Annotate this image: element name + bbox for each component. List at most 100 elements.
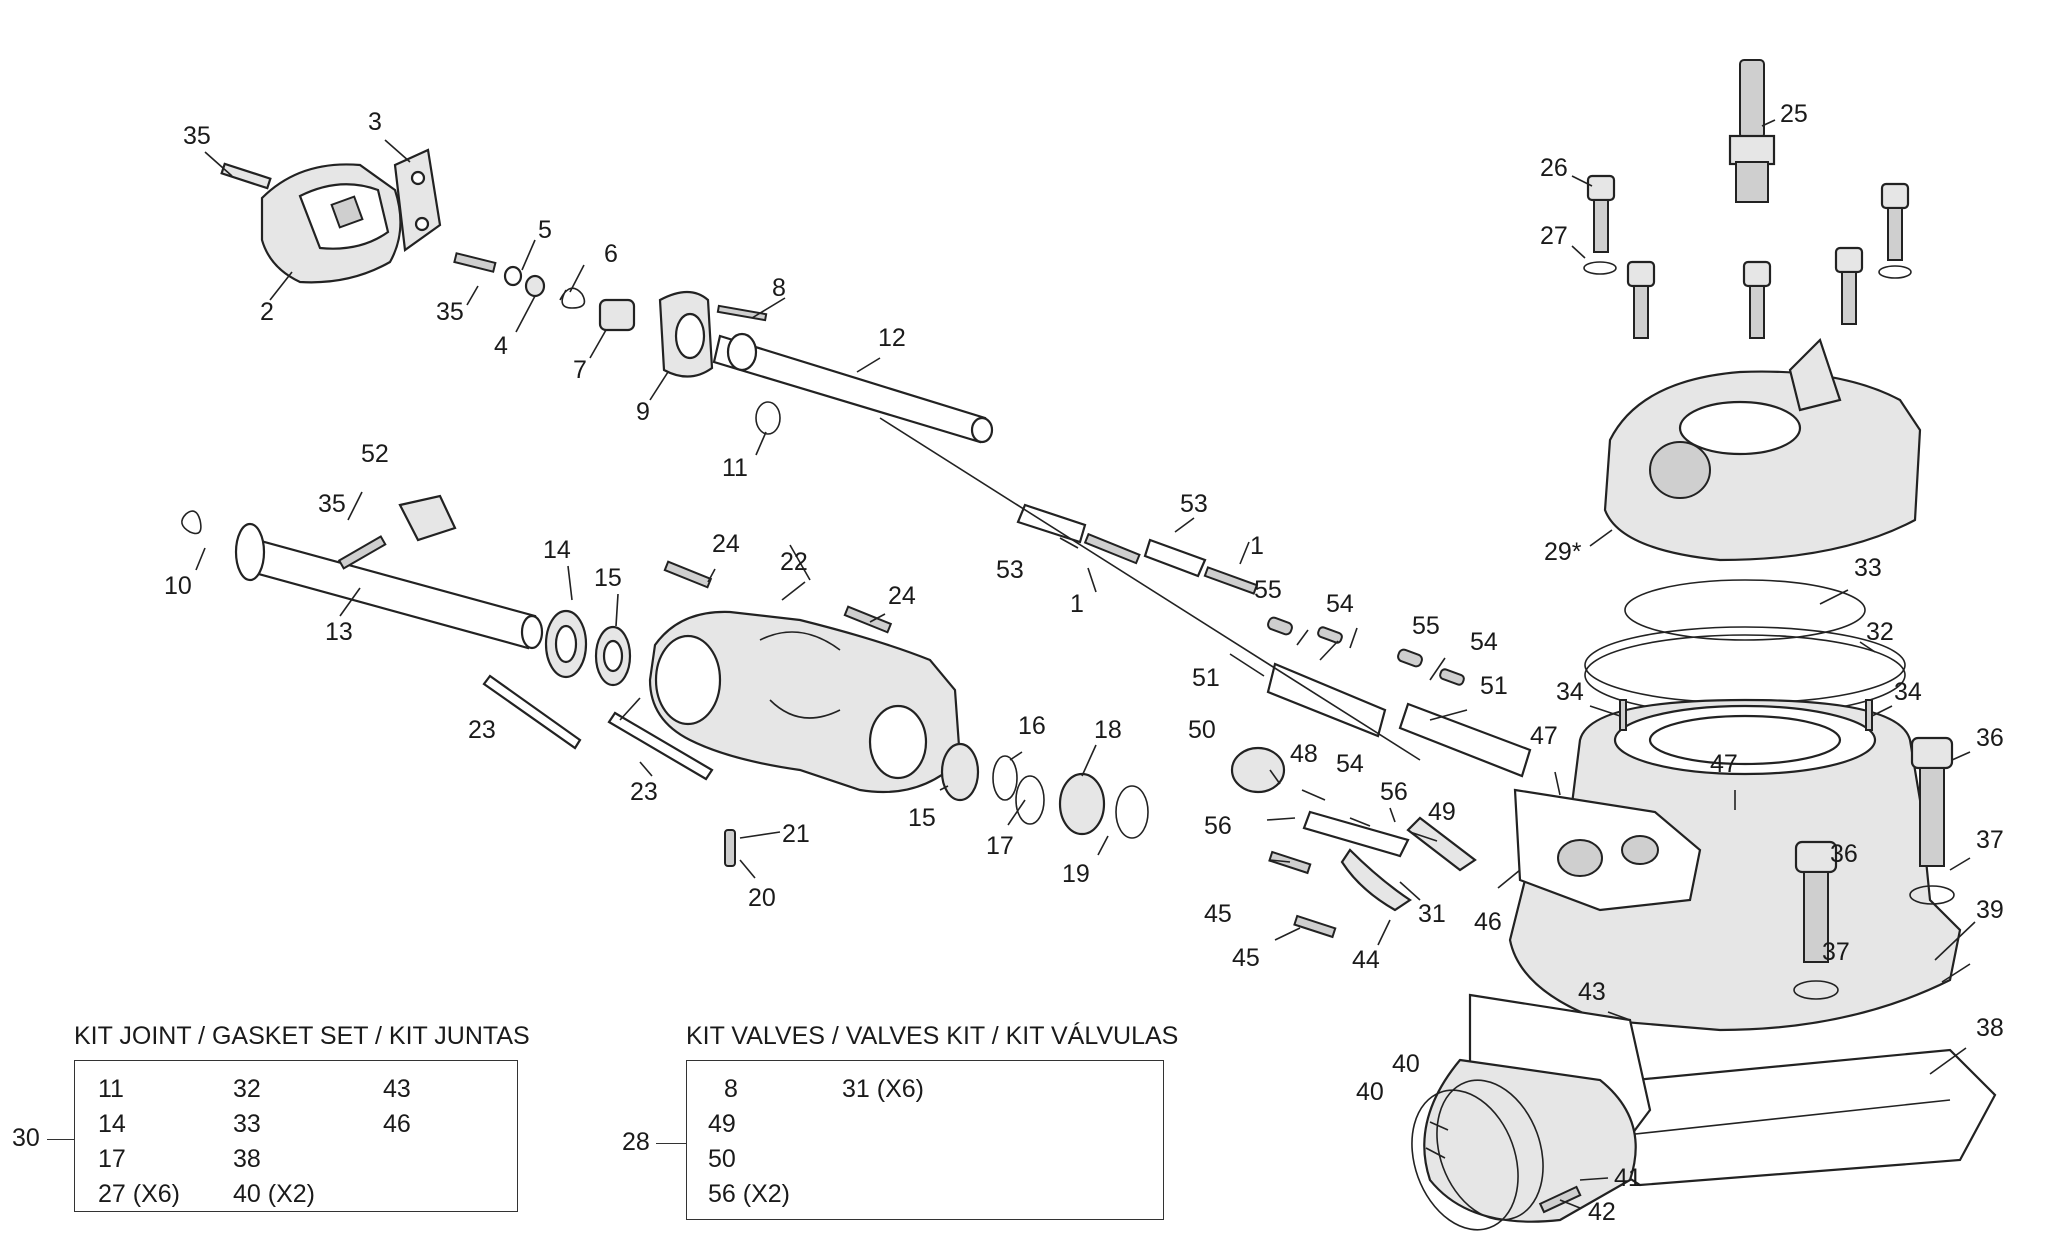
callout-31: 31 <box>1418 900 1446 928</box>
bearings-part <box>544 609 632 687</box>
callout-54: 54 <box>1470 628 1498 656</box>
callout-55: 55 <box>1412 612 1440 640</box>
valves-kit-item: 56 (X2) <box>708 1180 790 1208</box>
gasket-kit-item: 11 <box>98 1075 124 1103</box>
callout-24: 24 <box>712 530 740 558</box>
callout-33: 33 <box>1854 554 1882 582</box>
callout-38: 38 <box>1976 1014 2004 1042</box>
callout-17: 17 <box>986 832 1014 860</box>
callout-47: 47 <box>1530 722 1558 750</box>
valve-pulley-part <box>658 290 768 378</box>
cylinder-gaskets-part <box>1584 579 1906 716</box>
callout-46: 46 <box>1474 908 1502 936</box>
callout-14: 14 <box>543 536 571 564</box>
callout-2: 2 <box>260 298 274 326</box>
callout-56: 56 <box>1204 812 1232 840</box>
callout-43: 43 <box>1578 978 1606 1006</box>
tube-part <box>234 522 544 650</box>
valve-shaft-part <box>712 332 994 444</box>
callout-19: 19 <box>1062 860 1090 888</box>
spark-plug-part <box>1728 59 1776 203</box>
callout-48: 48 <box>1290 740 1318 768</box>
callout-27: 27 <box>1540 222 1568 250</box>
callout-53: 53 <box>996 556 1024 584</box>
callout-7: 7 <box>573 356 587 384</box>
gasket-kit-item: 46 <box>383 1110 411 1138</box>
callout-26: 26 <box>1540 154 1568 182</box>
gasket-kit-item: 17 <box>98 1145 126 1173</box>
callout-20: 20 <box>748 884 776 912</box>
cylinder-part <box>1508 698 1962 1032</box>
callout-10: 10 <box>164 572 192 600</box>
clamp-part <box>337 494 457 570</box>
gasket-kit-item: 40 (X2) <box>233 1180 315 1208</box>
callout-45: 45 <box>1204 900 1232 928</box>
long-screws-part <box>482 560 893 781</box>
callout-51: 51 <box>1480 672 1508 700</box>
callout-50: 50 <box>1188 716 1216 744</box>
valves-kit-ref-line <box>656 1143 686 1144</box>
callout-1: 1 <box>1250 532 1264 560</box>
callout-40: 40 <box>1356 1078 1384 1106</box>
gasket-kit-item: 14 <box>98 1110 126 1138</box>
callout-34: 34 <box>1556 678 1584 706</box>
callout-47: 47 <box>1710 750 1738 778</box>
callout-42: 42 <box>1588 1198 1616 1226</box>
callout-15: 15 <box>908 804 936 832</box>
valves-kit-item: 49 <box>708 1110 736 1138</box>
callout-37: 37 <box>1976 826 2004 854</box>
callout-15: 15 <box>594 564 622 592</box>
callout-51: 51 <box>1192 664 1220 692</box>
gasket-kit-item: 38 <box>233 1145 261 1173</box>
callout-53: 53 <box>1180 490 1208 518</box>
callout-21: 21 <box>782 820 810 848</box>
gasket-kit-item: 43 <box>383 1075 411 1103</box>
callout-35: 35 <box>318 490 346 518</box>
seals-and-rings-part <box>724 742 1149 867</box>
callout-3: 3 <box>368 108 382 136</box>
callout-1: 1 <box>1070 590 1084 618</box>
callout-34: 34 <box>1894 678 1922 706</box>
callout-36: 36 <box>1976 724 2004 752</box>
washer-and-spring-parts <box>503 265 636 332</box>
valves-kit-box <box>686 1060 1164 1220</box>
callout-23: 23 <box>630 778 658 806</box>
valves-kit-item: 8 <box>724 1075 738 1103</box>
callout-41: 41 <box>1614 1164 1642 1192</box>
gasket-kit-item: 32 <box>233 1075 261 1103</box>
spring-part <box>181 510 202 535</box>
gasket-kit-ref-line <box>47 1139 74 1140</box>
callout-39: 39 <box>1976 896 2004 924</box>
gasket-kit-title: KIT JOINT / GASKET SET / KIT JUNTAS <box>74 1022 530 1050</box>
valves-kit-item: 50 <box>708 1145 736 1173</box>
callout-45: 45 <box>1232 944 1260 972</box>
valves-kit-item: 31 (X6) <box>842 1075 924 1103</box>
callout-35: 35 <box>183 122 211 150</box>
intake-manifold-part <box>1411 993 1652 1231</box>
callout-18: 18 <box>1094 716 1122 744</box>
callout-5: 5 <box>538 216 552 244</box>
actuator-cover-part <box>260 148 442 284</box>
callout-13: 13 <box>325 618 353 646</box>
callout-16: 16 <box>1018 712 1046 740</box>
callout-9: 9 <box>636 398 650 426</box>
valves-kit-ref: 28 <box>622 1128 650 1156</box>
callout-54: 54 <box>1326 590 1354 618</box>
head-bolts-part <box>1583 174 1912 339</box>
gasket-kit-item: 27 (X6) <box>98 1180 180 1208</box>
gasket-kit-box <box>74 1060 518 1212</box>
cylinder-head-part <box>1603 337 1922 562</box>
callout-4: 4 <box>494 332 508 360</box>
callout-11: 11 <box>722 454 748 482</box>
callout-37: 37 <box>1822 938 1850 966</box>
valve-housing-part <box>648 610 962 794</box>
callout-8: 8 <box>772 274 786 302</box>
gasket-kit-ref: 30 <box>12 1124 40 1152</box>
callout-32: 32 <box>1866 618 1894 646</box>
callout-labels: 35 3 2 5 35 4 6 7 8 9 12 11 52 35 10 13 … <box>164 100 2004 1226</box>
callout-22: 22 <box>780 548 808 576</box>
callout-36: 36 <box>1830 840 1858 868</box>
callout-44: 44 <box>1352 946 1380 974</box>
linkage-rods-part <box>879 417 1532 778</box>
